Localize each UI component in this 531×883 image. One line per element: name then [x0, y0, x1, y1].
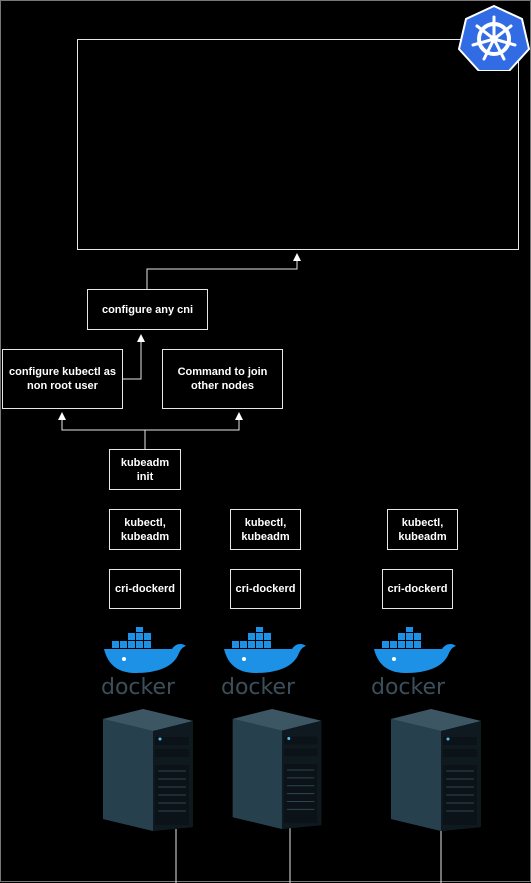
tools-box-node-2: kubectl, kubeadm — [230, 509, 301, 550]
server-tower-icon — [391, 709, 481, 831]
kubeadm-init-box: kubeadm init — [109, 449, 181, 490]
join-command-label: Command to join other nodes — [177, 366, 268, 392]
kubeadm-init-label: kubeadm init — [120, 456, 170, 483]
cluster-box — [77, 39, 519, 250]
cri-dockerd-box-node-2: cri-dockerd — [230, 569, 301, 609]
tools-box-node-1: kubectl, kubeadm — [109, 509, 181, 550]
docker-whale-icon — [104, 627, 186, 673]
docker-whale-icon — [224, 627, 306, 673]
cri-dockerd-box-node-3: cri-dockerd — [382, 569, 453, 609]
cri-dockerd-label: cri-dockerd — [235, 583, 296, 595]
arrow-init-split — [58, 412, 146, 449]
docker-text-1: docker — [101, 675, 176, 700]
arrow-init-to-join — [145, 412, 243, 431]
tools-label: kubectl, kubeadm — [241, 516, 290, 543]
kubernetes-logo-icon — [457, 5, 531, 71]
cri-dockerd-label: cri-dockerd — [387, 583, 448, 595]
cri-dockerd-label: cri-dockerd — [115, 583, 175, 595]
configure-kubectl-box: configure kubectl as non root user — [2, 349, 123, 409]
configure-cni-label: configure any cni — [101, 303, 194, 316]
tools-box-node-3: kubectl, kubeadm — [387, 509, 458, 550]
docker-whale-icon — [374, 627, 456, 673]
server-tower-icon — [103, 709, 193, 831]
configure-cni-box: configure any cni — [87, 289, 208, 330]
join-command-box: Command to join other nodes — [162, 349, 283, 409]
docker-text-3: docker — [371, 675, 446, 700]
tools-label: kubectl, kubeadm — [398, 516, 447, 543]
configure-kubectl-label: configure kubectl as non root user — [9, 366, 116, 392]
server-tower-icon — [232, 709, 322, 829]
arrow-cni-to-cluster — [146, 253, 301, 289]
arrow-kubectl-to-cni — [123, 334, 145, 380]
cri-dockerd-box-node-1: cri-dockerd — [109, 569, 181, 609]
tools-label: kubectl, kubeadm — [120, 516, 170, 543]
docker-text-2: docker — [221, 675, 296, 700]
